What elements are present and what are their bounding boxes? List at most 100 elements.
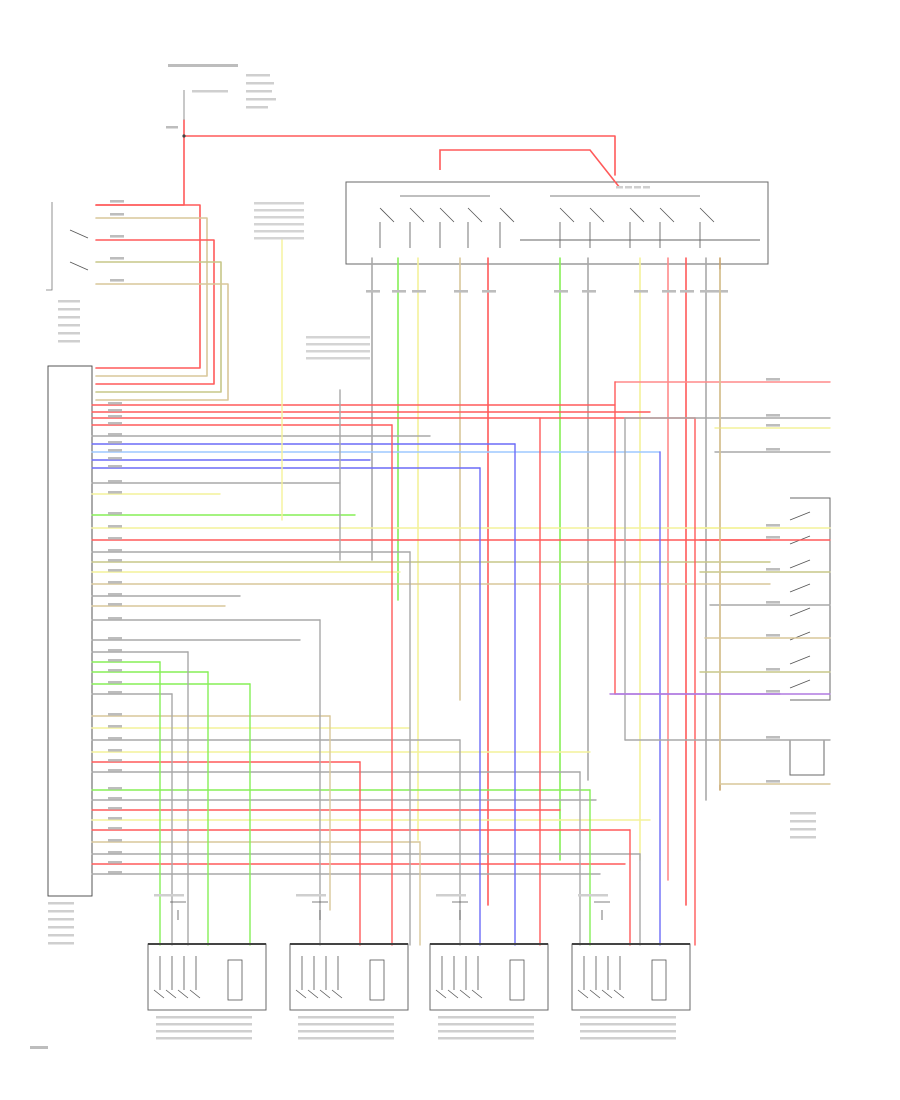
wire-label-mark bbox=[108, 449, 122, 452]
fuse-caption-mark bbox=[246, 82, 274, 85]
module-caption-mark bbox=[48, 926, 74, 929]
sensor-caption-mark bbox=[254, 237, 304, 240]
wire-label-mark bbox=[766, 668, 780, 671]
sensor-caption-mark bbox=[306, 343, 370, 346]
seat-motor-box-1 bbox=[147, 943, 267, 1011]
relay-wire bbox=[95, 217, 208, 377]
wire-label-mark bbox=[108, 637, 122, 640]
wire-label-mark bbox=[108, 422, 122, 425]
wire-label-mark bbox=[108, 525, 122, 528]
sensor-caption-mark bbox=[254, 202, 304, 205]
motor-sensor bbox=[312, 901, 328, 920]
wire-label-mark bbox=[108, 559, 122, 562]
wire-label-mark bbox=[766, 568, 780, 571]
relay-contacts bbox=[69, 229, 89, 271]
wire-label-mark bbox=[108, 737, 122, 740]
motor-contact bbox=[153, 956, 165, 999]
wire-label-mark bbox=[482, 290, 496, 293]
module-caption-mark bbox=[48, 934, 74, 937]
wire-label-mark bbox=[108, 851, 122, 854]
switch-contact bbox=[499, 207, 515, 248]
motor-contact bbox=[319, 956, 331, 999]
motor-caption-mark bbox=[298, 1023, 394, 1026]
motor-element bbox=[509, 959, 525, 1001]
footer-code-mark bbox=[30, 1046, 48, 1049]
fuse-caption-mark bbox=[246, 74, 270, 77]
wire-label-mark bbox=[108, 465, 122, 468]
front-switch-caption-mark bbox=[790, 812, 816, 815]
motor-caption-mark bbox=[580, 1016, 676, 1019]
relay-wire bbox=[95, 239, 215, 385]
switch-contact bbox=[439, 207, 455, 248]
fuse-caption-mark bbox=[246, 90, 272, 93]
front-switch-contact bbox=[789, 631, 811, 641]
wire-label-mark bbox=[108, 569, 122, 572]
motor-caption-mark bbox=[580, 1023, 676, 1026]
motor-element bbox=[651, 959, 667, 1001]
front-switch-lamp bbox=[789, 739, 825, 776]
motor-caption-mark bbox=[156, 1037, 252, 1040]
wire-label-mark bbox=[108, 549, 122, 552]
motor-contact bbox=[613, 956, 625, 999]
wire-label-mark bbox=[110, 213, 124, 216]
switch-caption-mark bbox=[634, 186, 641, 189]
wire-label-mark bbox=[454, 290, 468, 293]
fuse-caption-mark bbox=[166, 126, 178, 129]
relay-caption-mark bbox=[58, 316, 80, 319]
wire-label-mark bbox=[108, 659, 122, 662]
front-switch-contact bbox=[789, 583, 811, 593]
wire-label-mark bbox=[108, 681, 122, 684]
switch-contact bbox=[559, 207, 575, 248]
wire-label-mark bbox=[766, 634, 780, 637]
motor-caption-mark bbox=[438, 1030, 534, 1033]
relay-wire bbox=[95, 261, 222, 393]
seat-motor-box-2 bbox=[289, 943, 409, 1011]
motor-caption-mark bbox=[438, 1016, 534, 1019]
motor-sensor-caption-mark bbox=[154, 894, 184, 897]
motor-contact bbox=[331, 956, 343, 999]
relay-caption-mark bbox=[58, 300, 80, 303]
relay-caption-mark bbox=[58, 308, 80, 311]
wire-label-mark bbox=[108, 581, 122, 584]
wire-label-mark bbox=[680, 290, 694, 293]
switch-contact bbox=[379, 207, 395, 248]
motor-sensor bbox=[594, 901, 610, 920]
motor-element bbox=[369, 959, 385, 1001]
wire-label-mark bbox=[766, 536, 780, 539]
wire-label-mark bbox=[108, 839, 122, 842]
relay-wire bbox=[95, 204, 201, 369]
wire-label-mark bbox=[766, 736, 780, 739]
rear-seat-switch-box bbox=[345, 181, 769, 265]
motor-caption-mark bbox=[156, 1023, 252, 1026]
fuse-caption-mark bbox=[192, 90, 228, 93]
switch-contact bbox=[409, 207, 425, 248]
module-caption-mark bbox=[48, 902, 74, 905]
wire-label-mark bbox=[108, 759, 122, 762]
front-switch-contact bbox=[789, 679, 811, 689]
wire-label-mark bbox=[108, 512, 122, 515]
motor-contact bbox=[189, 956, 201, 999]
motor-contact bbox=[589, 956, 601, 999]
motor-sensor-caption-mark bbox=[296, 894, 326, 897]
wire-label-mark bbox=[108, 861, 122, 864]
motor-contact bbox=[307, 956, 319, 999]
wire-label-mark bbox=[766, 378, 780, 381]
wire-label-mark bbox=[108, 749, 122, 752]
wire-label-mark bbox=[714, 290, 728, 293]
sensor-caption-mark bbox=[306, 357, 370, 360]
switch-contact bbox=[589, 207, 605, 248]
motor-element bbox=[227, 959, 243, 1001]
motor-caption-mark bbox=[156, 1030, 252, 1033]
power-feed-red bbox=[183, 135, 616, 176]
wire-label-mark bbox=[108, 871, 122, 874]
wire-label-mark bbox=[110, 235, 124, 238]
sensor-caption-mark bbox=[254, 230, 304, 233]
motor-caption-mark bbox=[580, 1037, 676, 1040]
motor-sensor bbox=[170, 901, 186, 920]
sensor-caption-mark bbox=[254, 223, 304, 226]
switch-contact bbox=[699, 207, 715, 248]
motor-sensor-caption-mark bbox=[436, 894, 466, 897]
seat-motor-box-3 bbox=[429, 943, 549, 1011]
wire-label-mark bbox=[766, 524, 780, 527]
motor-contact bbox=[435, 956, 447, 999]
